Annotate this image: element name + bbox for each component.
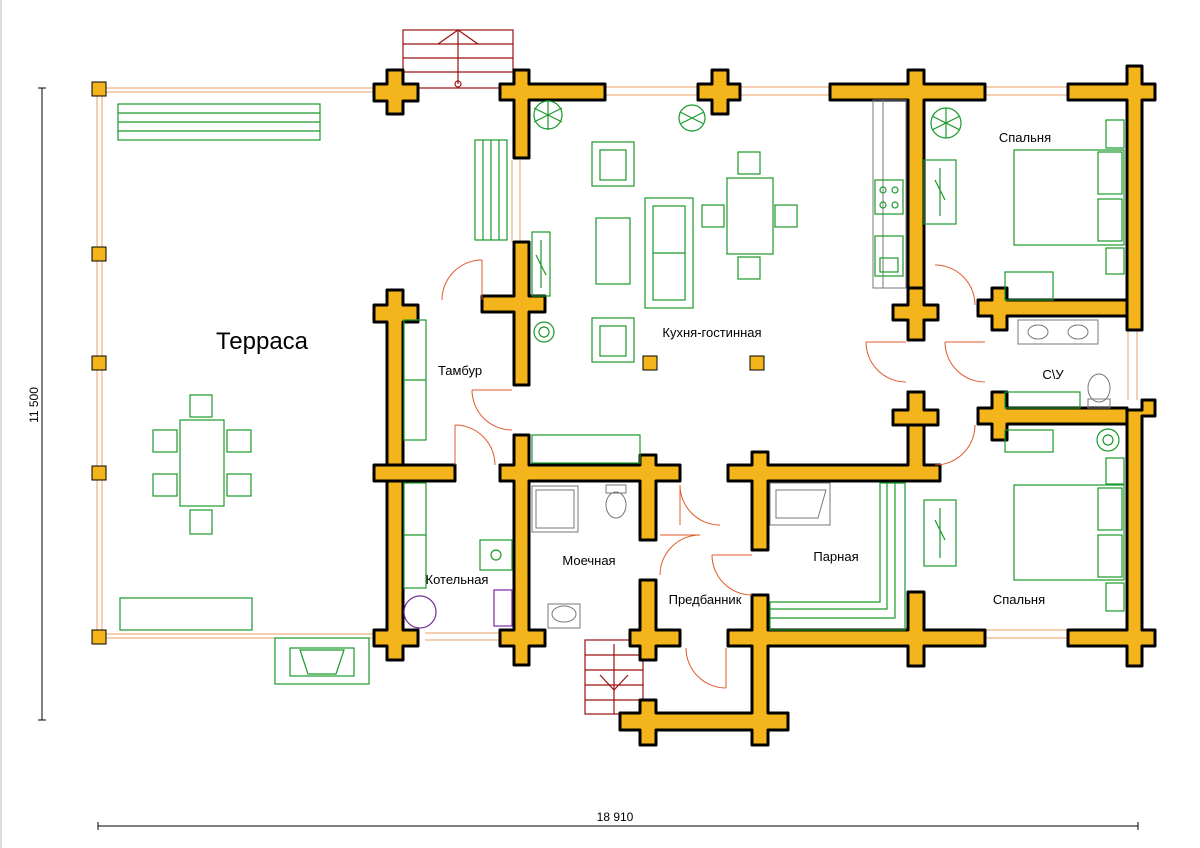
bedroom-top-furniture <box>923 107 1125 301</box>
terrace-post <box>91 81 107 97</box>
doors <box>441 259 986 689</box>
sauna-stove-icon <box>769 482 831 526</box>
shower-icon <box>531 485 579 533</box>
wardrobe <box>923 499 957 567</box>
entrance-stairs-top <box>402 29 514 89</box>
bathroom-furniture <box>1004 319 1111 409</box>
room-label-steam-room: Парная <box>813 549 858 564</box>
stove-icon <box>874 179 904 215</box>
terrace-bench <box>117 103 321 141</box>
door-arc <box>441 259 483 301</box>
tambur-furniture <box>403 319 513 629</box>
terrace-post <box>91 629 107 645</box>
bedroom-bottom-furniture <box>923 428 1125 612</box>
water-tank-icon <box>403 595 437 629</box>
windows <box>425 86 1138 641</box>
room-label-washroom: Моечная <box>562 553 615 568</box>
entrance-stairs-bottom <box>584 639 644 715</box>
room-label-bedroom-top: Спальня <box>999 130 1051 145</box>
room-label-kitchen-living: Кухня-гостинная <box>662 325 761 340</box>
terrace-post <box>91 355 107 371</box>
room-label-boiler-room: Котельная <box>426 572 489 587</box>
room-label-terrace: Терраса <box>216 328 309 355</box>
bench <box>531 434 641 464</box>
kitchen-counter <box>872 99 907 289</box>
column <box>749 355 765 371</box>
height-dimension-label: 11 500 <box>27 387 41 423</box>
dimension-horizontal: 18 910 <box>97 810 1139 830</box>
coffee-table <box>595 217 631 285</box>
toilet-icon <box>605 484 627 519</box>
tv-stand <box>531 231 551 297</box>
washroom-furniture <box>531 484 627 629</box>
steam-room-furniture <box>769 482 906 631</box>
heater-icon <box>493 589 513 627</box>
boiler-icon <box>479 539 513 571</box>
living-furniture <box>474 99 907 464</box>
room-label-bathroom: С\У <box>1042 367 1064 382</box>
terrace-grill <box>274 637 370 685</box>
sink-icon <box>874 235 904 277</box>
sofa <box>644 197 694 309</box>
terrace-post <box>91 246 107 262</box>
bed <box>1013 484 1125 581</box>
walls <box>372 64 1157 747</box>
plant-icon <box>1096 428 1120 452</box>
width-dimension-label: 18 910 <box>597 810 634 824</box>
double-sink-icon <box>1017 319 1099 345</box>
plant-icon <box>678 104 706 132</box>
plant-icon <box>930 107 962 139</box>
terrace-dining-set <box>152 394 252 535</box>
dining-table <box>726 177 774 255</box>
room-label-dressing-room: Предбанник <box>669 592 742 607</box>
room-label-vestibule: Тамбур <box>438 363 482 378</box>
terrace-bench <box>119 597 253 631</box>
terrace-area <box>91 81 375 685</box>
bed <box>1013 149 1125 246</box>
terrace-post <box>91 465 107 481</box>
armchair <box>591 317 635 363</box>
wardrobe <box>923 159 957 225</box>
room-label-bedroom-bottom: Спальня <box>993 592 1045 607</box>
column <box>642 355 658 371</box>
plant-icon <box>533 321 555 343</box>
sauna-bench <box>769 482 906 631</box>
armchair <box>591 141 635 187</box>
dimension-vertical: 11 500 <box>27 87 46 721</box>
plant-icon <box>533 100 563 130</box>
toilet-icon <box>1087 373 1111 409</box>
washbasin-icon <box>547 603 581 629</box>
